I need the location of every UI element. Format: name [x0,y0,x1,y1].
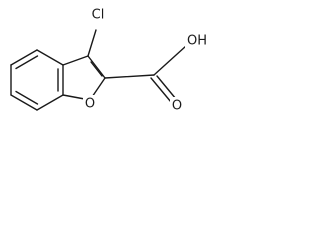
carboxylic-acid-group [104,45,187,103]
bond [36,49,64,66]
bond-c3-cl [87,29,97,57]
hydroxyl-label: OH [187,34,207,49]
furan-ring [62,55,106,101]
double-bond-inner [15,90,39,105]
label-mask [86,6,110,24]
bond-c-o-double [150,77,172,103]
bond [10,49,38,66]
label-mask [185,32,209,50]
bond-c-oh [153,45,187,76]
bond-c2-carboxyl [104,74,155,79]
bond [10,94,38,111]
chlorine-label: Cl [92,8,105,23]
double-bond-inner [15,55,39,70]
benzene-ring [10,49,64,111]
double-bond-inner [90,61,103,77]
label-mask [83,95,97,113]
bond [87,55,106,79]
ring-oxygen-label: O [85,97,95,112]
bond-c-o-double [156,75,177,100]
chemical-structure: Cl OH O O [10,6,209,115]
carbonyl-oxygen-label: O [172,99,182,114]
bond [62,55,89,66]
label-mask [170,97,184,115]
bond [36,94,64,111]
